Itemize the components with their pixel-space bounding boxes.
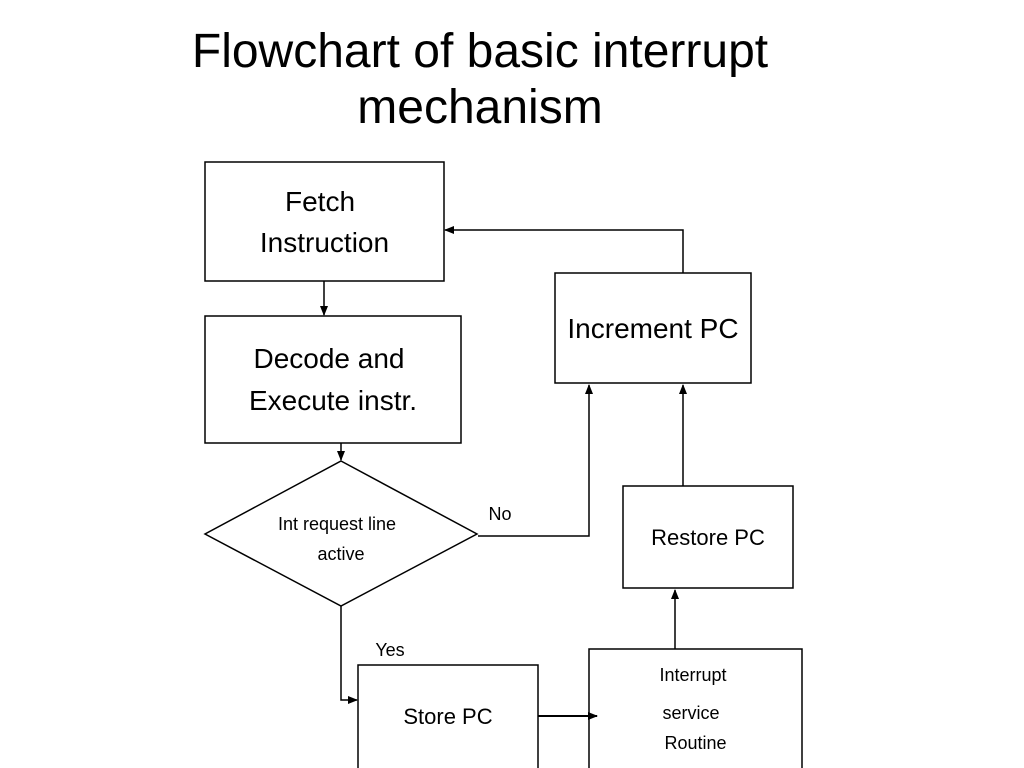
page-title-line-1: Flowchart of basic interrupt [191,25,769,78]
edge-label-yes: Yes [375,640,405,660]
fetch-label-line-2: Instruction [259,227,390,258]
decode-execute-box [204,315,462,444]
isr-label-line-3: Routine [664,733,727,753]
decode-label-line-1: Decode and [253,343,405,374]
increment-pc-box [554,272,752,384]
fetch-instruction-box [204,161,445,282]
arrow-decision-no-to-increment [478,384,593,537]
interrupt-service-routine-box [588,648,803,768]
decision-label-line-2: active [317,544,365,564]
arrow-increment-to-fetch [444,226,684,273]
store-pc-box [357,664,539,768]
isr-label-line-1: Interrupt [659,665,727,685]
restore-pc-label: Restore PC [651,525,765,550]
increment-pc-label: Increment PC [567,313,739,344]
decode-label-line-2: Execute instr. [248,385,418,416]
store-pc-label: Store PC [403,704,493,729]
restore-pc-box [622,485,794,589]
isr-label-line-2: service [662,703,720,723]
edge-label-no: No [488,504,512,524]
arrow-decision-yes-to-store [340,606,358,704]
decision-label-line-1: Int request line [277,514,397,534]
fetch-label-line-1: Fetch [284,186,356,217]
page-title-line-2: mechanism [357,81,603,134]
